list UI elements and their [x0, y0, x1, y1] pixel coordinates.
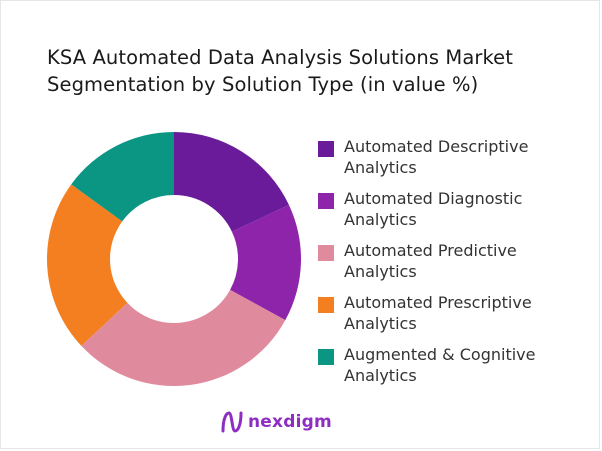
legend-item-predictive: Automated Predictive Analytics: [318, 240, 588, 292]
brand-logo: nexdigm: [220, 409, 332, 435]
chart-title-line-2: Segmentation by Solution Type (in value …: [47, 73, 479, 96]
chart-title: KSA Automated Data Analysis Solutions Ma…: [47, 44, 567, 98]
donut-slice-3: [81, 289, 286, 386]
legend-label-line2: Analytics: [344, 262, 417, 281]
donut-slice-5: [71, 132, 174, 222]
legend-label-line1: Automated Prescriptive: [344, 293, 532, 312]
legend-item-descriptive: Automated Descriptive Analytics: [318, 136, 588, 188]
chart-title-line-1: KSA Automated Data Analysis Solutions Ma…: [47, 46, 514, 69]
donut-slice-2: [230, 204, 301, 321]
brand-name: nexdigm: [248, 412, 332, 432]
donut-slice-1: [174, 132, 289, 232]
legend-item-diagnostic: Automated Diagnostic Analytics: [318, 188, 588, 240]
donut-slice-4: [47, 184, 128, 346]
legend-swatch: [318, 141, 334, 157]
legend-label-line1: Automated Descriptive: [344, 137, 529, 156]
legend-swatch: [318, 349, 334, 365]
legend-label-line1: Automated Diagnostic: [344, 189, 523, 208]
legend-label-line1: Augmented & Cognitive: [344, 345, 536, 364]
legend-label-line2: Analytics: [344, 210, 417, 229]
legend-item-augmented: Augmented & Cognitive Analytics: [318, 344, 588, 396]
legend-label-line2: Analytics: [344, 314, 417, 333]
legend-swatch: [318, 193, 334, 209]
nexdigm-logo-icon: [221, 411, 243, 433]
chart-legend: Automated Descriptive Analytics Automate…: [318, 136, 588, 396]
legend-label-line1: Automated Predictive: [344, 241, 517, 260]
legend-item-prescriptive: Automated Prescriptive Analytics: [318, 292, 588, 344]
legend-label-line2: Analytics: [344, 366, 417, 385]
legend-label-line2: Analytics: [344, 158, 417, 177]
legend-swatch: [318, 245, 334, 261]
legend-swatch: [318, 297, 334, 313]
